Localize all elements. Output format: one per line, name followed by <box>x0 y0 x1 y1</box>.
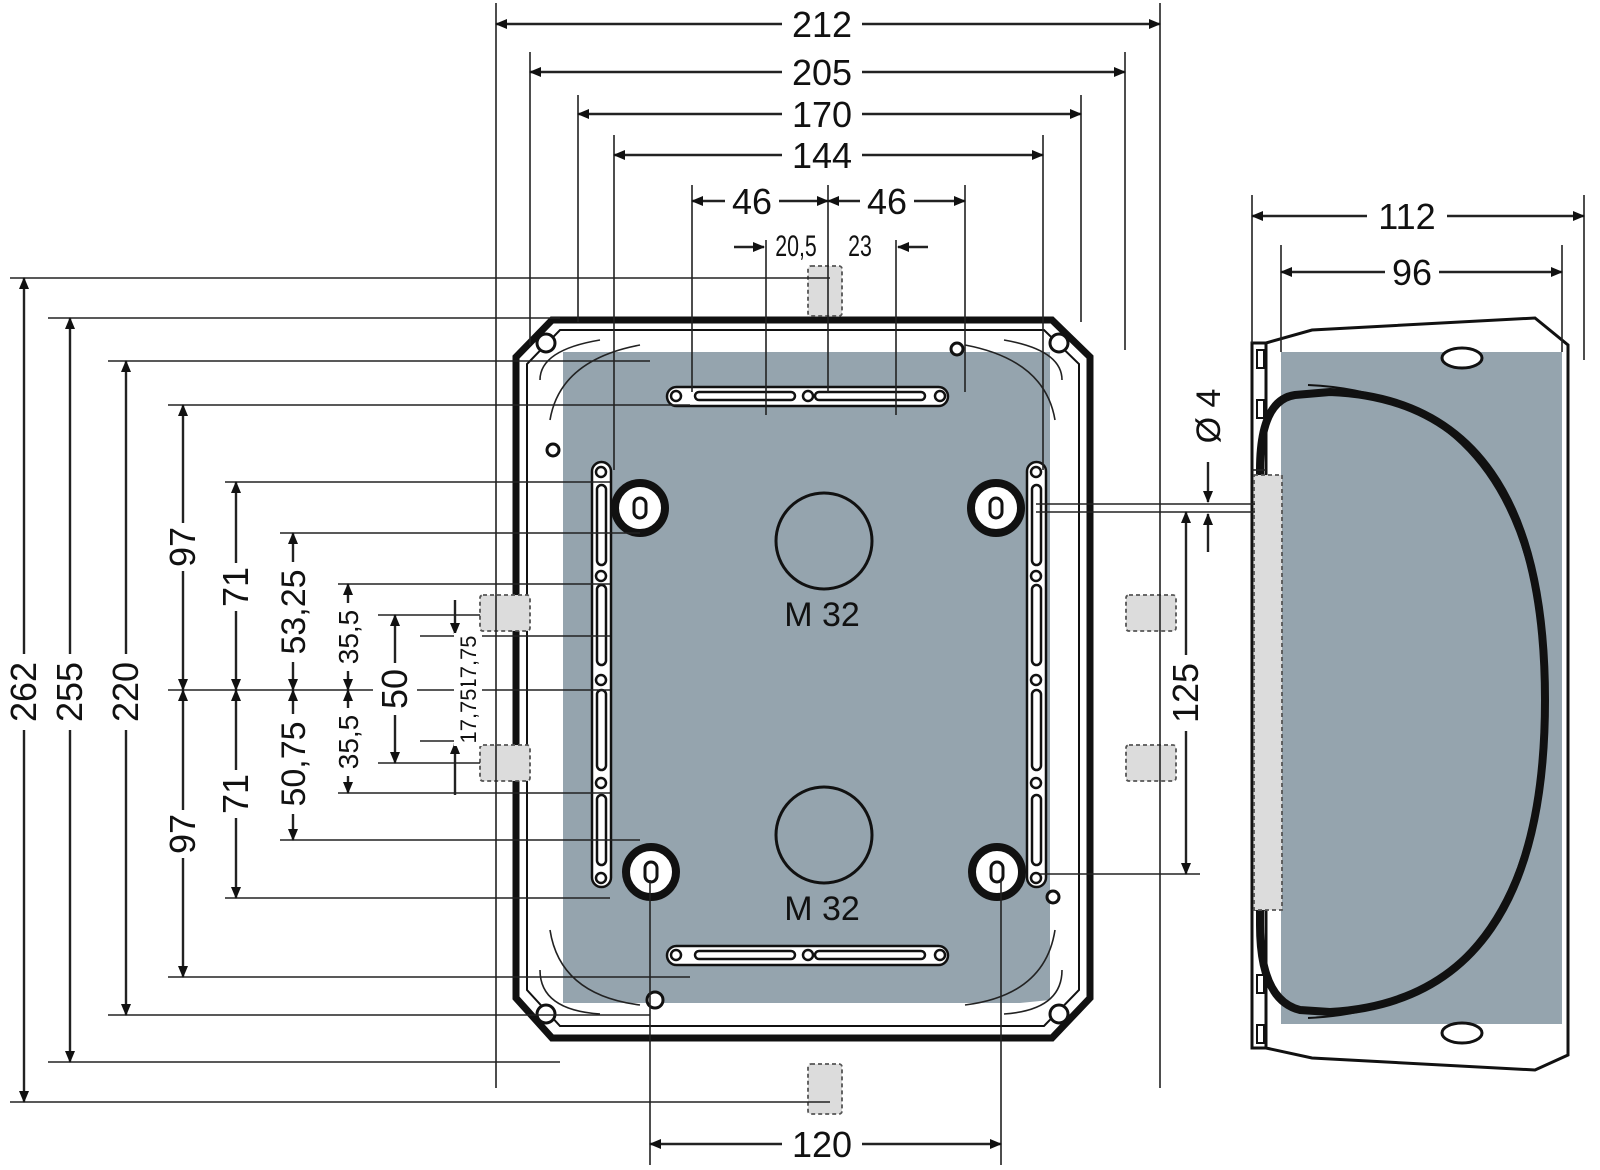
dim-label-120: 120 <box>792 1124 852 1165</box>
dim-label-212: 212 <box>792 4 852 45</box>
side-view-enclosure <box>1250 316 1570 1072</box>
dim-label-46-left: 46 <box>732 181 772 222</box>
top-rail <box>665 385 950 408</box>
dim-label-125: 125 <box>1165 663 1206 723</box>
corner-lug <box>535 332 1070 1025</box>
dim-label-255: 255 <box>49 662 90 722</box>
dim-label-71-lower: 71 <box>215 774 256 814</box>
front-view-enclosure: M 32 M 32 <box>479 265 1177 1115</box>
dimension-labels: 212 205 170 144 46 46 20,5 23 120 112 96… <box>2 4 1447 1165</box>
dim-label-17-75-upper: 17,75 <box>456 635 481 690</box>
dim-label-97-upper: 97 <box>162 527 203 567</box>
dimension-lines <box>10 3 1585 1165</box>
dim-label-53-25: 53,25 <box>275 569 313 654</box>
dim-label-144: 144 <box>792 135 852 176</box>
dim-label-17-75-lower: 17,75 <box>456 688 481 743</box>
enclosure-interior <box>563 352 1050 1003</box>
knockout-label-upper: M 32 <box>784 596 860 634</box>
mounting-boss <box>611 479 1026 901</box>
knockout-lower <box>774 785 874 885</box>
dim-label-262: 262 <box>3 662 44 722</box>
dim-label-50-75: 50,75 <box>275 721 313 806</box>
dim-label-50: 50 <box>374 669 415 709</box>
dim-label-35-5-upper: 35,5 <box>333 610 364 665</box>
knockout-upper <box>774 491 874 591</box>
dim-label-diameter-4: Ø 4 <box>1190 389 1228 444</box>
dim-label-20-5: 20,5 <box>775 228 816 263</box>
side-interior <box>1281 352 1562 1024</box>
left-rail <box>590 460 613 889</box>
knockout-label-lower: M 32 <box>784 890 860 928</box>
dim-label-170: 170 <box>792 94 852 135</box>
bottom-rail <box>665 944 950 967</box>
dim-label-112: 112 <box>1378 196 1435 237</box>
dim-label-46-right: 46 <box>867 181 907 222</box>
right-rail <box>1025 460 1048 889</box>
dim-label-205: 205 <box>792 52 852 93</box>
small-hole <box>545 341 1061 1010</box>
dim-label-71-upper: 71 <box>215 567 256 607</box>
dim-label-23: 23 <box>848 228 872 263</box>
dim-label-220: 220 <box>105 662 146 722</box>
dim-label-97-lower: 97 <box>162 814 203 854</box>
dim-label-96: 96 <box>1392 252 1432 293</box>
dim-label-35-5-lower: 35,5 <box>333 715 364 770</box>
